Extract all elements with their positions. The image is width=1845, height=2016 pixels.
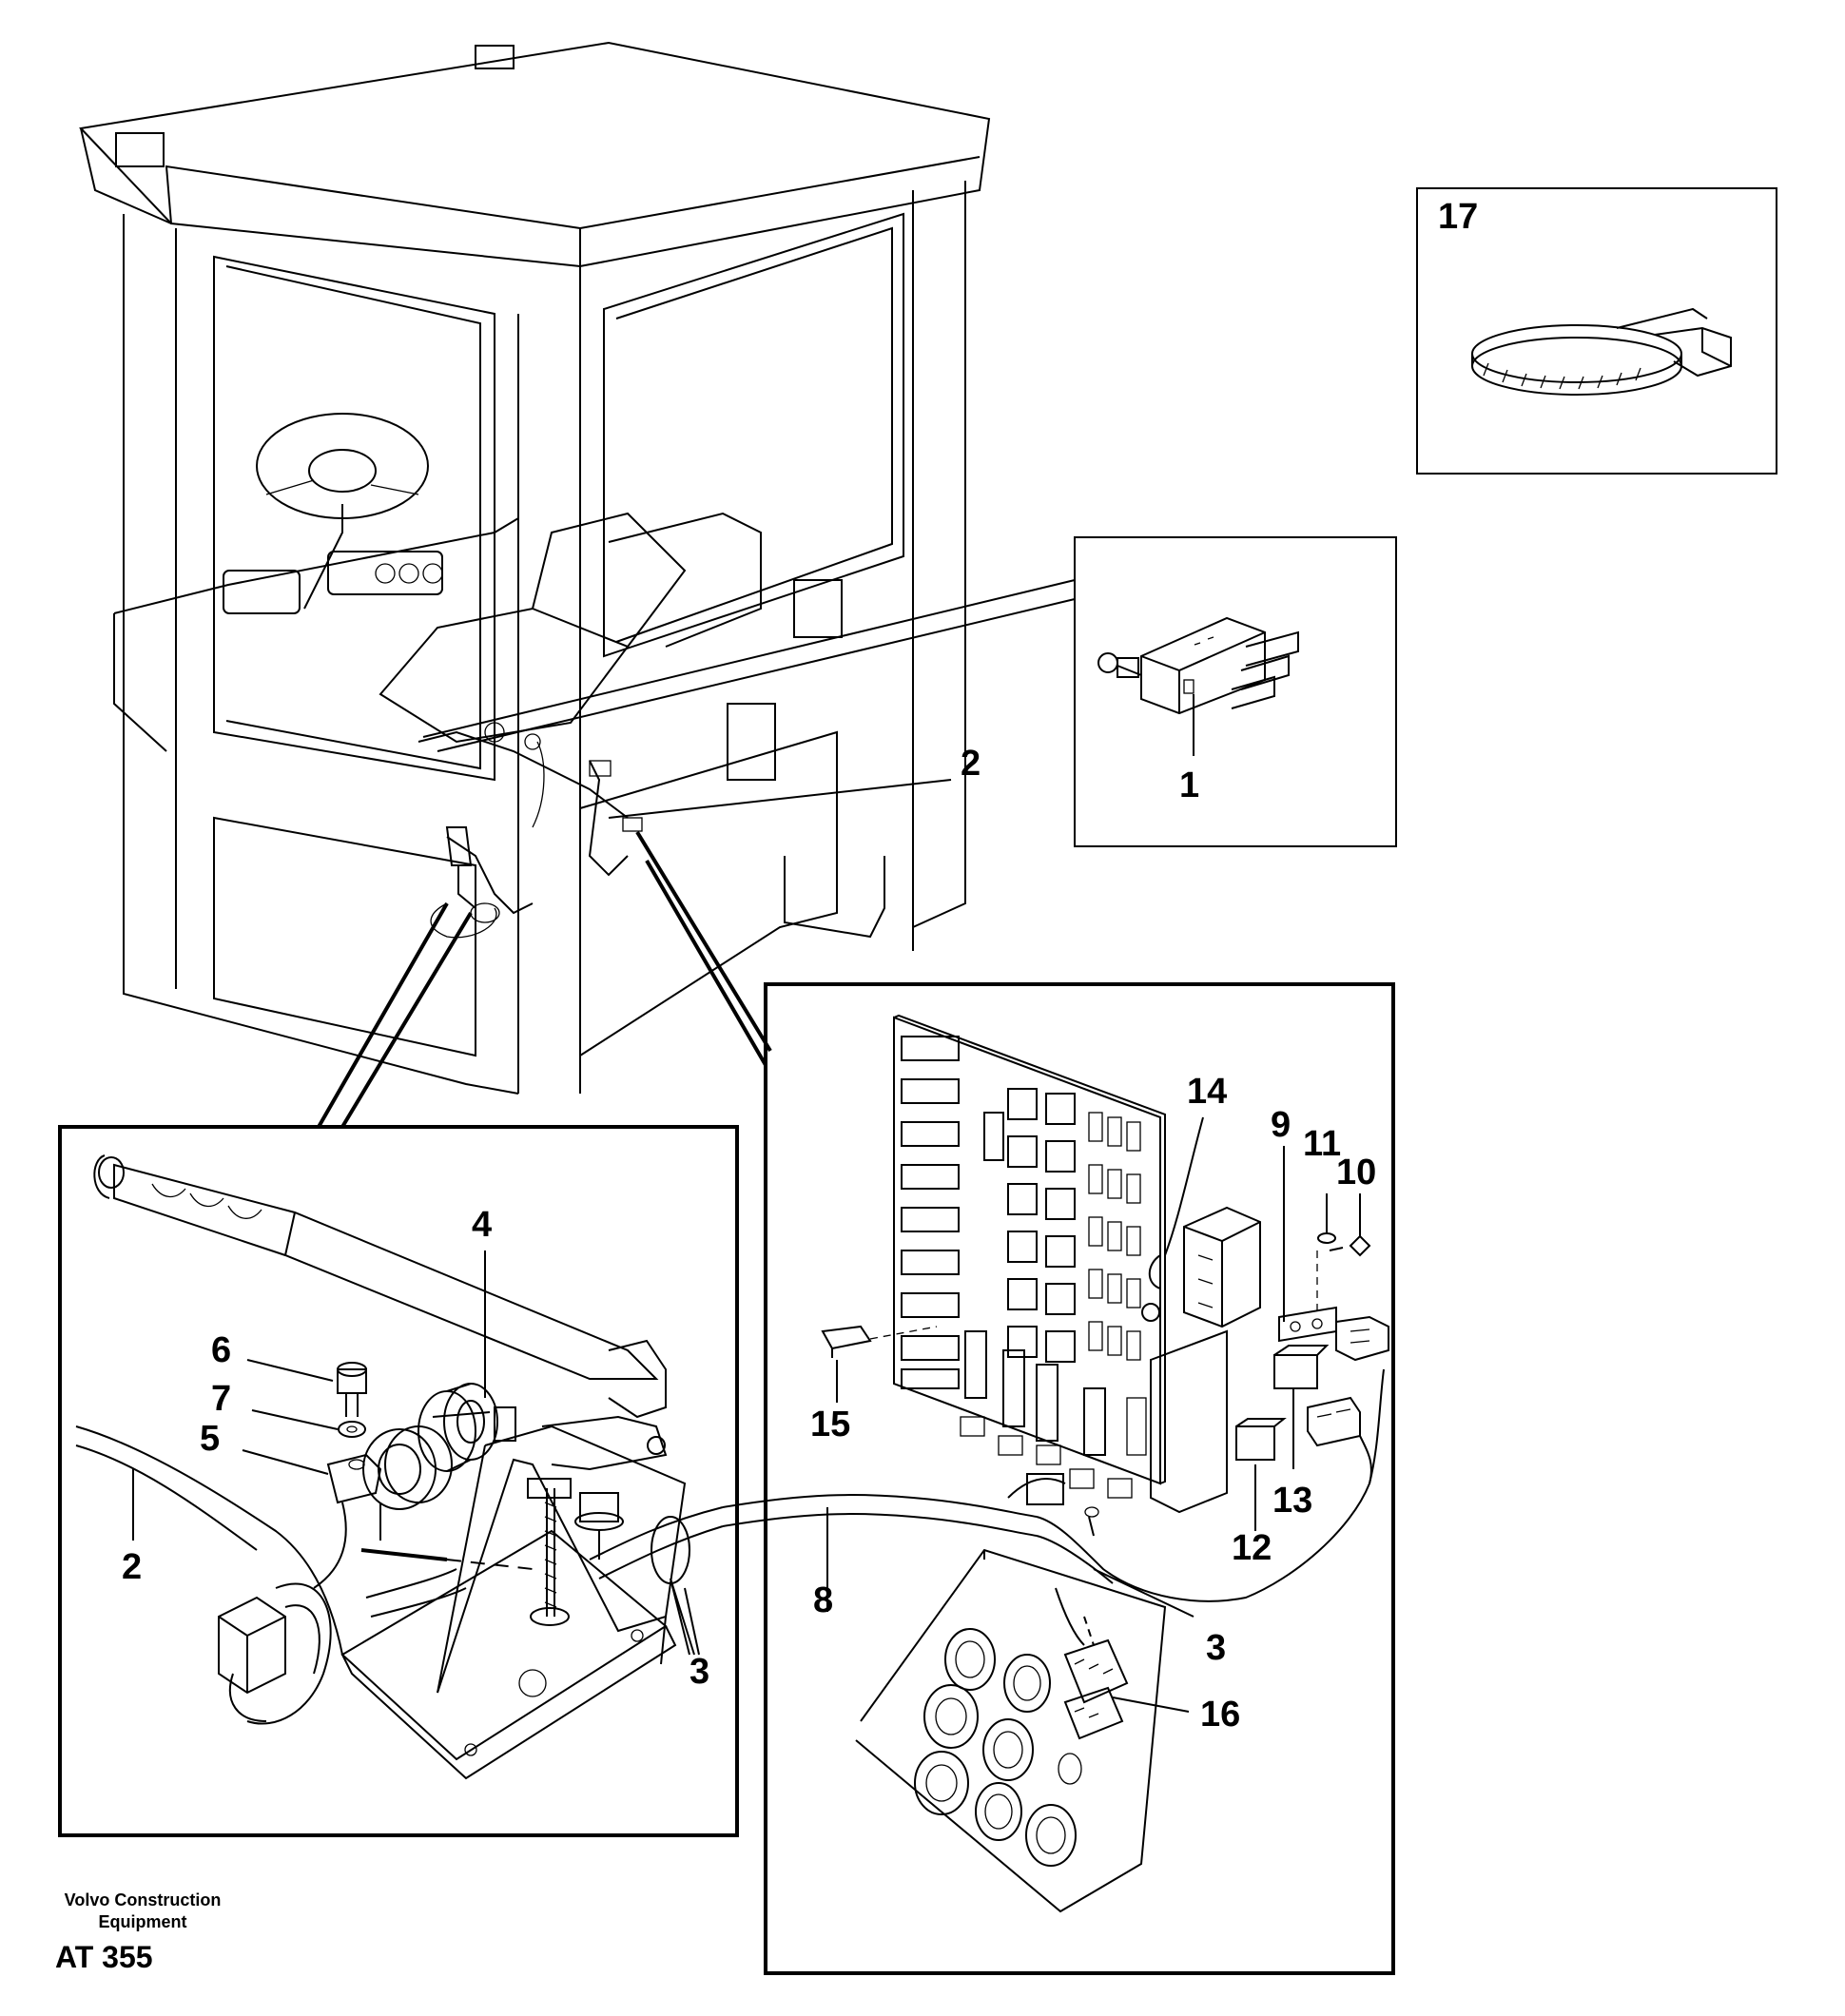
callout-2-handbrake: 2 [122, 1547, 142, 1587]
callout-5: 5 [200, 1419, 220, 1459]
callout-6: 6 [211, 1330, 231, 1370]
callout-3-handbrake: 3 [689, 1652, 709, 1692]
board-lower-connectors [960, 1330, 1147, 1499]
callout-1: 1 [1179, 766, 1199, 805]
callout-14: 14 [1187, 1072, 1227, 1112]
document-code: AT 355 [55, 1940, 153, 1974]
handbrake-detail [58, 1125, 739, 1837]
callout-8: 8 [813, 1580, 833, 1620]
detail-leader-lines [317, 579, 1076, 1129]
callout-13: 13 [1272, 1481, 1312, 1521]
electronics-detail [670, 982, 1395, 1975]
cable-harness-8 [722, 1494, 1038, 1569]
callout-17: 17 [1438, 197, 1478, 237]
callout-7: 7 [211, 1379, 231, 1419]
callout-16: 16 [1200, 1695, 1240, 1735]
maker-name-line2: Equipment [98, 1912, 187, 1931]
callout-12: 12 [1232, 1528, 1272, 1568]
callout-2-cab: 2 [961, 744, 981, 784]
fuses [1088, 1112, 1141, 1361]
cab-illustration [78, 41, 991, 1095]
callout-9: 9 [1271, 1105, 1291, 1145]
callout-3-electronics: 3 [1206, 1628, 1226, 1668]
relays [983, 1088, 1076, 1363]
board-edge-connectors [901, 1036, 960, 1389]
maker-name-line1: Volvo Construction [64, 1890, 222, 1909]
callout-10: 10 [1336, 1153, 1376, 1192]
callout-11: 11 [1303, 1124, 1341, 1164]
bulkhead-grommets [914, 1628, 1082, 1867]
callout-4: 4 [472, 1205, 492, 1245]
callout-numbers: 1 2 2 3 3 4 5 6 7 8 9 10 11 12 13 14 15 … [122, 197, 1478, 1735]
switch-detail [1074, 536, 1397, 847]
cable-tie-detail [1416, 187, 1777, 475]
callout-15: 15 [810, 1405, 850, 1444]
